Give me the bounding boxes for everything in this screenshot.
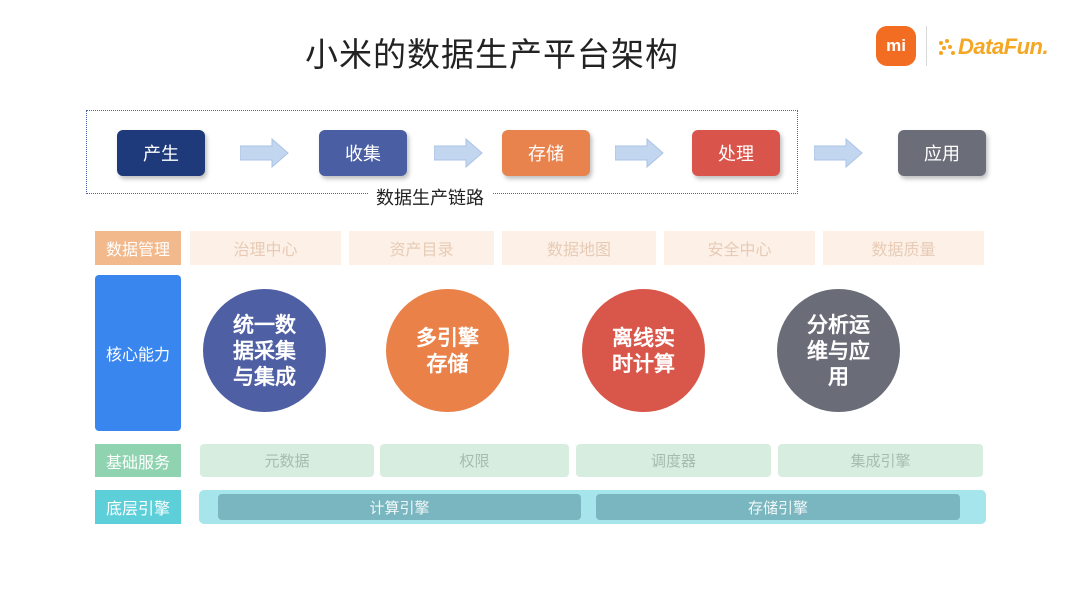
step-process: 处理 — [692, 130, 780, 176]
core-circle-compute: 离线实时计算 — [582, 289, 705, 412]
right-arrow-icon — [434, 137, 483, 169]
core-circle-text: 分析运维与应用 — [807, 312, 870, 389]
step-store: 存储 — [502, 130, 590, 176]
step-produce: 产生 — [117, 130, 205, 176]
mgmt-item-governance: 治理中心 — [190, 231, 341, 265]
core-circle-storage: 多引擎存储 — [386, 289, 509, 412]
core-circle-analytics: 分析运维与应用 — [777, 289, 900, 412]
mgmt-item-data-quality: 数据质量 — [823, 231, 984, 265]
step-apply: 应用 — [898, 130, 986, 176]
row-label-data-management: 数据管理 — [95, 231, 181, 265]
mgmt-item-security: 安全中心 — [664, 231, 815, 265]
core-circle-text: 离线实时计算 — [612, 325, 675, 376]
step-collect: 收集 — [319, 130, 407, 176]
xiaomi-logo: mi — [876, 26, 916, 66]
row-label-base-services: 基础服务 — [95, 444, 181, 477]
right-arrow-icon — [615, 137, 664, 169]
step-label: 存储 — [528, 144, 564, 165]
right-arrow-icon — [814, 137, 863, 169]
row-label-core-capabilities: 核心能力 — [95, 275, 181, 431]
step-label: 产生 — [143, 144, 179, 165]
svc-item-scheduler: 调度器 — [576, 444, 771, 477]
datafun-wordmark: DataFun. — [958, 34, 1049, 59]
mgmt-item-data-map: 数据地图 — [502, 231, 656, 265]
page-title: 小米的数据生产平台架构 — [305, 35, 679, 74]
core-circle-collection: 统一数据采集与集成 — [203, 289, 326, 412]
core-circle-text: 多引擎存储 — [416, 325, 479, 376]
svc-item-metadata: 元数据 — [200, 444, 374, 477]
mgmt-item-asset-catalog: 资产目录 — [349, 231, 494, 265]
engine-item-storage: 存储引擎 — [596, 494, 960, 520]
step-label: 处理 — [718, 144, 754, 165]
datafun-logo: DataFun. — [938, 31, 1049, 63]
step-label: 收集 — [345, 144, 381, 165]
engine-item-compute: 计算引擎 — [218, 494, 581, 520]
svc-item-permission: 权限 — [380, 444, 569, 477]
row-label-bottom-engine: 底层引擎 — [95, 490, 181, 524]
step-label: 应用 — [924, 144, 960, 165]
right-arrow-icon — [240, 137, 289, 169]
data-chain-label: 数据生产链路 — [368, 184, 492, 210]
core-circle-text: 统一数据采集与集成 — [233, 312, 296, 389]
logo-divider — [926, 26, 927, 66]
datafun-dots-icon — [939, 39, 955, 55]
svc-item-integration-engine: 集成引擎 — [778, 444, 983, 477]
